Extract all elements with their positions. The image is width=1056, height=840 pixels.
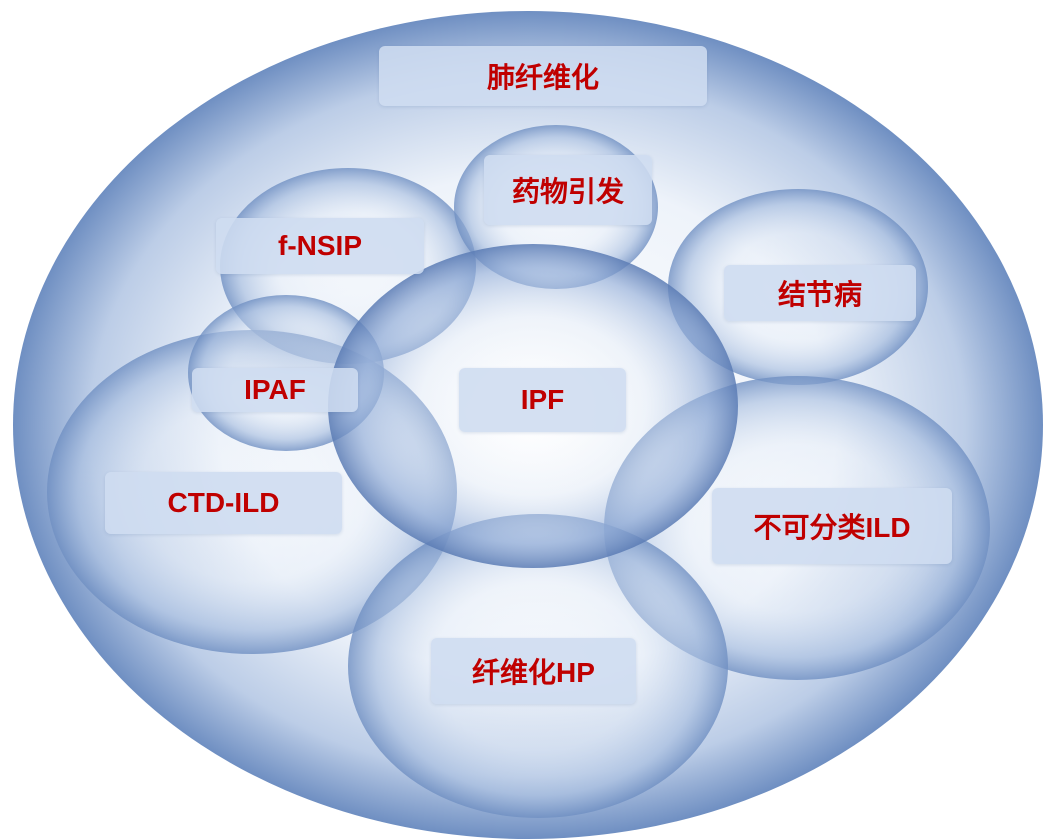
label-sarcoidosis: 结节病 xyxy=(724,265,916,321)
label-ipf: IPF xyxy=(459,368,626,432)
label-pulmonary-fibrosis: 肺纤维化 xyxy=(379,46,707,106)
label-unclassifiable-ild: 不可分类ILD xyxy=(712,488,952,564)
label-ipaf: IPAF xyxy=(192,368,358,412)
label-f-nsip: f-NSIP xyxy=(216,218,424,274)
label-fibrotic-hp: 纤维化HP xyxy=(431,638,636,704)
label-drug-induced: 药物引发 xyxy=(484,155,652,225)
label-ctd-ild: CTD-ILD xyxy=(105,472,342,534)
